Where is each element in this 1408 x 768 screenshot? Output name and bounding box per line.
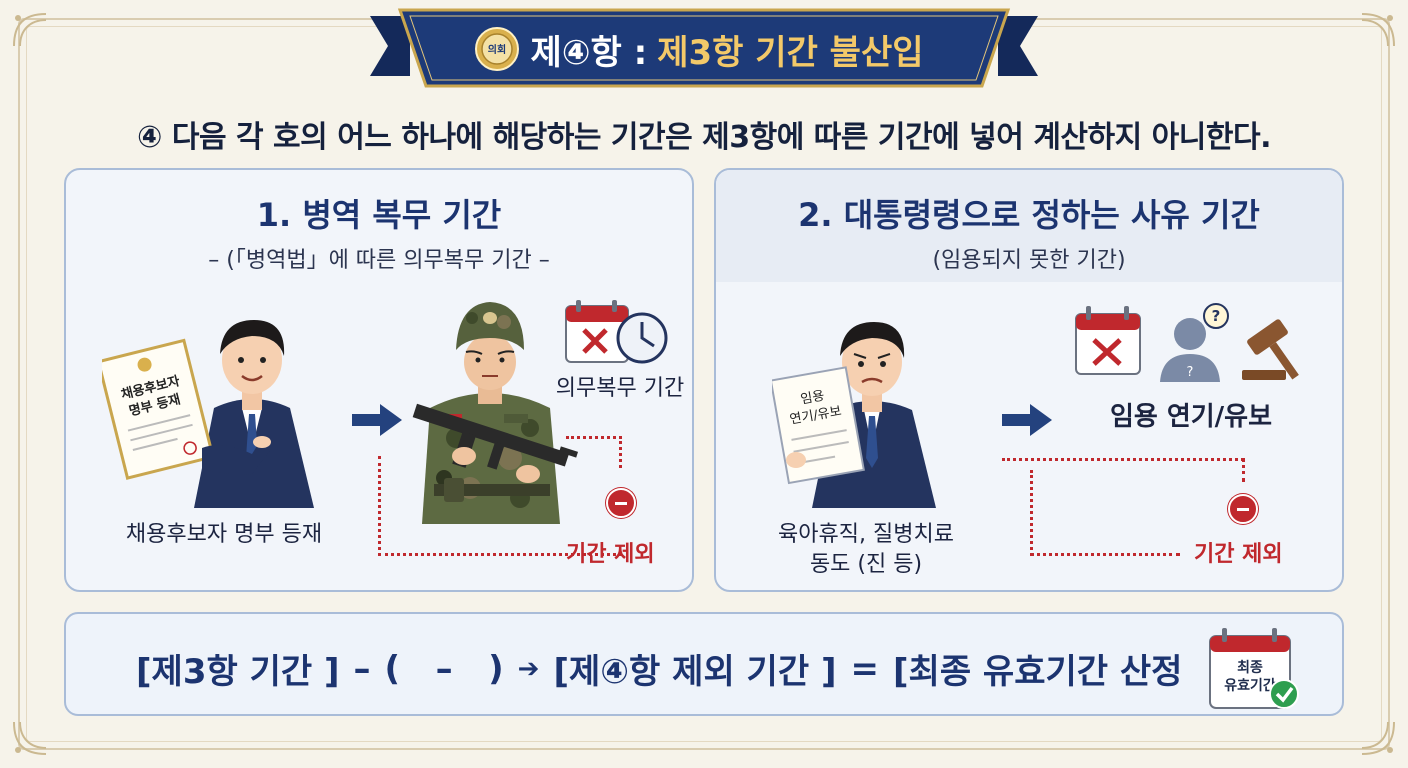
exclude-label-2: 기간 제외 <box>1194 542 1283 567</box>
person2-label-line2: 동도 (진 등) <box>809 552 923 577</box>
formula-box: [제3항 기간 ] – ( – ) ➔ [제④항 제외 기간 ] = [최종 유… <box>64 612 1344 716</box>
exclusion-bracket-top2 <box>1002 458 1244 556</box>
minus-icon <box>1228 494 1258 524</box>
worried-person-icon: 임용 연기/유보 <box>772 322 936 508</box>
corner-ornament-icon <box>1361 13 1395 47</box>
clause-text: ④ 다음 각 호의 어느 하나에 해당하는 기간은 제3항에 따른 기간에 넣어… <box>137 120 1271 155</box>
exclusion-bracket-top <box>566 436 622 468</box>
formula-part1: [제3항 기간 ] <box>136 652 340 692</box>
svg-text:?: ? <box>1187 365 1194 380</box>
card-presidential-reason: 2. 대통령령으로 정하는 사유 기간 (임용되지 못한 기간) 임용 연기/유… <box>714 168 1344 592</box>
unknown-person-icon: ? ? <box>1160 303 1229 382</box>
formula-part3: [최종 유효기간 산정 <box>893 652 1183 692</box>
formula-paren: ( – ) <box>384 648 504 689</box>
candidate-person-icon: 채용후보자 명부 등재 <box>102 320 314 508</box>
delay-label: 임용 연기/유보 <box>1109 402 1273 432</box>
card2-subtitle: (임용되지 못한 기간) <box>932 248 1126 273</box>
banner-title-part2: 제3항 기간 불산입 <box>657 32 924 73</box>
soldier-icon <box>412 302 579 524</box>
corner-ornament-icon <box>1361 721 1395 755</box>
banner-title-part1: 제④항 : <box>530 32 648 73</box>
document2-line1: 임용 <box>799 389 825 408</box>
banner-ribbon-icon <box>370 8 1038 88</box>
person2-label-line1: 육아휴직, 질병치료 <box>778 522 954 547</box>
svg-text:?: ? <box>1212 307 1221 325</box>
final-calendar-line1: 최종 <box>1237 660 1263 676</box>
card1-subtitle: – (「병역법」에 따른 의무복무 기간 – <box>208 248 550 273</box>
formula-op1: – <box>353 648 371 689</box>
exclusion-bracket-left <box>378 456 622 556</box>
corner-ornament-icon <box>13 13 47 47</box>
candidate-label: 채용후보자 명부 등재 <box>125 522 323 547</box>
right-arrow-icon <box>1002 404 1052 436</box>
card-military-service: 1. 병역 복무 기간 – (「병역법」에 따른 의무복무 기간 – 채용후보자… <box>64 168 694 592</box>
card2-header-band <box>716 170 1342 282</box>
gavel-icon <box>1242 319 1299 380</box>
assembly-seal-icon: 의회 <box>475 27 520 71</box>
formula-arrow: ➔ <box>517 653 540 684</box>
final-calendar-line2: 유효기간 <box>1224 677 1276 694</box>
exclusion-bracket-left2 <box>1030 470 1180 556</box>
formula-part2: [제④항 제외 기간 ] <box>553 652 837 692</box>
final-calendar-check-icon: 최종 유효기간 <box>1209 628 1299 709</box>
card1-title: 1. 병역 복무 기간 <box>256 196 502 234</box>
calendar-x-icon <box>1075 306 1141 375</box>
title-banner: 의회 제④항 : 제3항 기간 불산입 <box>370 6 1038 92</box>
calendar-clock-icon <box>565 300 668 364</box>
minus-icon <box>606 488 636 518</box>
seal-text: 의회 <box>488 43 506 56</box>
formula: [제3항 기간 ] – ( – ) ➔ [제④항 제외 기간 ] = [최종 유… <box>136 644 1182 693</box>
corner-ornament-icon <box>13 721 47 755</box>
right-arrow-icon <box>352 404 402 436</box>
formula-op2: = <box>850 648 880 689</box>
card2-title: 2. 대통령령으로 정하는 사유 기간 <box>798 196 1260 234</box>
exclude-label-1: 기간 제외 <box>566 542 655 567</box>
delay-icons: ? ? <box>1075 303 1299 382</box>
duty-label: 의무복무 기간 <box>555 376 685 401</box>
exclusion-bracket-drop <box>1242 458 1246 482</box>
